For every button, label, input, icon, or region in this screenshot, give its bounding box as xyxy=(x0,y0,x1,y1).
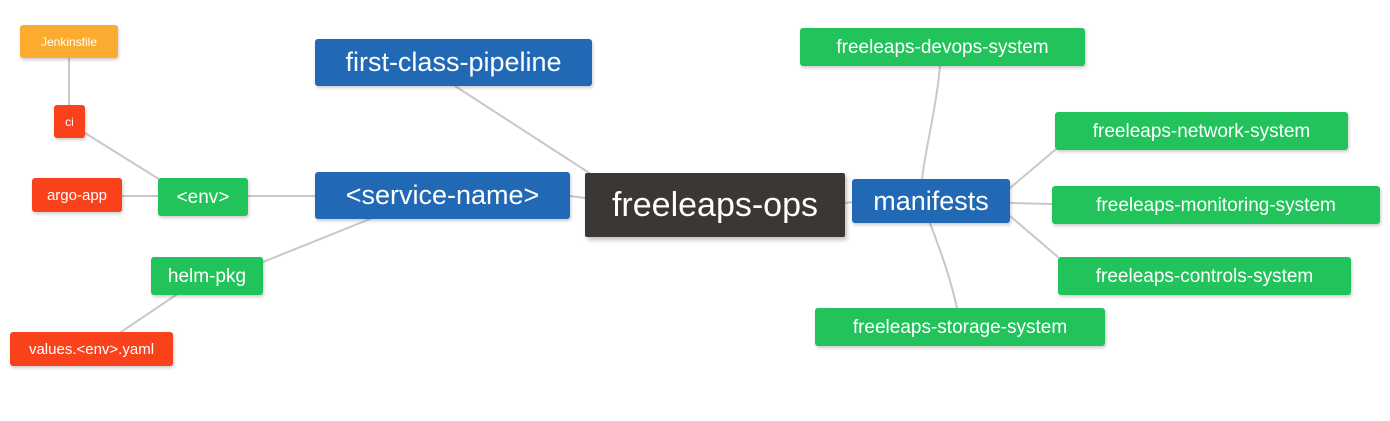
node-storage[interactable]: freeleaps-storage-system xyxy=(815,308,1105,346)
node-helm[interactable]: helm-pkg xyxy=(151,257,263,295)
node-manifests[interactable]: manifests xyxy=(852,179,1010,223)
node-label-network: freeleaps-network-system xyxy=(1092,120,1311,142)
node-devops[interactable]: freeleaps-devops-system xyxy=(800,28,1085,66)
edge-valuesyaml-to-helm xyxy=(120,294,177,333)
node-pipeline[interactable]: first-class-pipeline xyxy=(315,39,592,86)
edge-pipeline-to-root xyxy=(454,85,595,177)
node-service[interactable]: <service-name> xyxy=(315,172,570,219)
node-label-service: <service-name> xyxy=(345,180,540,210)
node-label-pipeline: first-class-pipeline xyxy=(345,47,562,77)
node-label-devops: freeleaps-devops-system xyxy=(836,36,1049,58)
node-ci[interactable]: ci xyxy=(54,105,85,138)
node-label-storage: freeleaps-storage-system xyxy=(852,316,1068,338)
node-root[interactable]: freeleaps-ops xyxy=(585,173,845,237)
node-controls[interactable]: freeleaps-controls-system xyxy=(1058,257,1351,295)
node-label-argoapp: argo-app xyxy=(46,186,108,204)
node-label-helm: helm-pkg xyxy=(167,265,247,287)
edge-devops-to-manifests xyxy=(921,65,941,180)
edge-network-to-manifests xyxy=(1009,149,1056,189)
node-network[interactable]: freeleaps-network-system xyxy=(1055,112,1348,150)
edge-controls-to-manifests xyxy=(1009,215,1059,258)
node-label-ci: ci xyxy=(65,114,74,129)
edge-service-to-root xyxy=(569,195,586,199)
node-valuesyaml[interactable]: values.<env>.yaml xyxy=(10,332,173,366)
edge-root-to-manifests xyxy=(844,201,853,204)
node-label-valuesyaml: values.<env>.yaml xyxy=(28,340,155,358)
node-label-env: <env> xyxy=(176,186,230,208)
node-label-controls: freeleaps-controls-system xyxy=(1095,265,1314,287)
node-env[interactable]: <env> xyxy=(158,178,248,216)
node-jenkinsfile[interactable]: Jenkinsfile xyxy=(20,25,118,58)
node-argoapp[interactable]: argo-app xyxy=(32,178,122,212)
node-label-jenkinsfile: Jenkinsfile xyxy=(40,34,98,49)
node-label-monitoring: freeleaps-monitoring-system xyxy=(1096,194,1336,216)
node-label-manifests: manifests xyxy=(873,185,989,216)
node-monitoring[interactable]: freeleaps-monitoring-system xyxy=(1052,186,1380,224)
edge-helm-to-service xyxy=(262,218,371,263)
edge-monitoring-to-manifests xyxy=(1009,202,1053,205)
node-label-root: freeleaps-ops xyxy=(611,186,818,224)
edge-storage-to-manifests xyxy=(929,222,958,309)
